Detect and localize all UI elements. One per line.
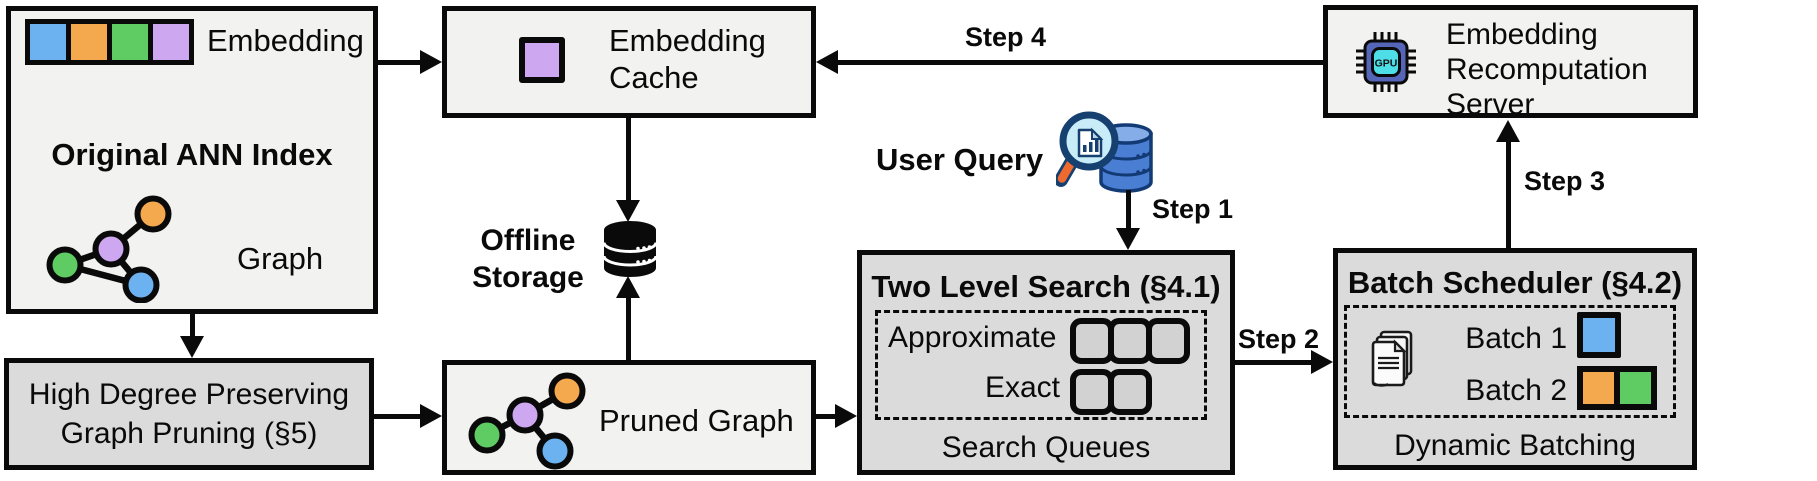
ann-graph-icon <box>46 195 172 303</box>
approx-queue-slot <box>1146 318 1190 364</box>
database-icon <box>602 221 658 277</box>
dynamic-batching-panel: Batch 1 Batch 2 <box>1344 305 1676 418</box>
embedding-cell-orange <box>66 19 112 65</box>
embedding-cell-blue <box>25 19 71 65</box>
pruned-graph-label: Pruned Graph <box>599 403 794 438</box>
batch-scheduler-box: Batch Scheduler (§4.2) Batch 1 Batch 2 <box>1333 248 1697 470</box>
cached-embedding-square <box>519 37 565 83</box>
graph-pruning-title: High Degree Preserving Graph Pruning (§5… <box>28 378 350 450</box>
original-ann-index-box: Embedding Original ANN Index Graph <box>6 6 378 314</box>
embedding-cache-box: Embedding Cache <box>442 6 816 118</box>
two-level-search-title: Two Level Search (§4.1) <box>871 269 1221 304</box>
batch-2-square-green <box>1614 366 1657 410</box>
step3-label: Step 3 <box>1524 166 1606 196</box>
approximate-label: Approximate <box>888 321 1057 354</box>
graph-label: Graph <box>237 241 324 276</box>
ann-index-title: Original ANN Index <box>51 137 333 172</box>
graph-pruning-box: High Degree Preserving Graph Pruning (§5… <box>4 358 374 470</box>
pruned-graph-box: Pruned Graph <box>442 360 816 475</box>
exact-queue-slot <box>1108 369 1152 415</box>
step1-label: Step 1 <box>1152 194 1234 224</box>
embedding-cache-label: Embedding Cache <box>609 23 766 95</box>
documents-icon <box>1371 330 1413 387</box>
embedding-cell-purple <box>148 19 194 65</box>
batch-2-query-squares <box>1577 366 1657 410</box>
search-queues-caption: Search Queues <box>941 431 1151 464</box>
query-magnifier-database-icon <box>1056 111 1153 193</box>
dynamic-batching-caption: Dynamic Batching <box>1394 429 1636 462</box>
step4-label: Step 4 <box>965 22 1047 52</box>
batch-1-query-square <box>1577 312 1621 358</box>
embedding-vector-strip <box>25 19 194 65</box>
batch-scheduler-title: Batch Scheduler (§4.2) <box>1347 265 1683 300</box>
two-level-search-box: Two Level Search (§4.1) Approximate Exac… <box>857 250 1235 475</box>
user-query-label: User Query <box>876 142 1044 177</box>
batch-1-label: Batch 1 <box>1465 322 1567 355</box>
batch-2-label: Batch 2 <box>1465 374 1567 407</box>
gpu-chip-icon: GPU <box>1356 32 1416 92</box>
recomputation-server-box: GPU Embedding Recomputation Server <box>1323 5 1698 121</box>
pruned-graph-icon <box>468 372 586 470</box>
step2-label: Step 2 <box>1238 324 1320 354</box>
recomputation-server-label: Embedding Recomputation Server <box>1446 18 1648 121</box>
gpu-chip-text: GPU <box>1375 58 1398 70</box>
embedding-cell-green <box>107 19 153 65</box>
exact-label: Exact <box>984 371 1060 404</box>
offline-storage-label: Offline Storage <box>472 224 584 295</box>
search-queues-panel: Approximate Exact <box>875 310 1207 420</box>
embedding-label: Embedding <box>207 23 364 58</box>
